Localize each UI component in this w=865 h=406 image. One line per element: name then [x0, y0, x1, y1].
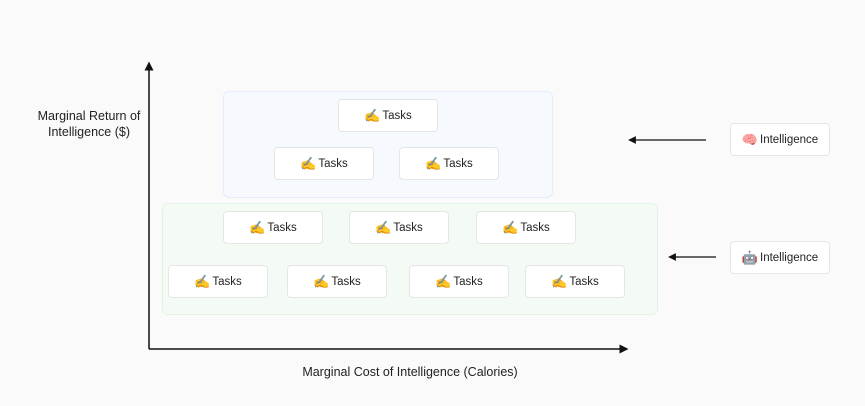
task-card: ✍️ Tasks — [223, 211, 323, 244]
task-label: Tasks — [520, 221, 550, 234]
x-axis-label: Marginal Cost of Intelligence (Calories) — [302, 365, 518, 379]
task-label: Tasks — [443, 157, 473, 170]
robot-icon: 🤖 — [741, 249, 758, 265]
task-label: Tasks — [382, 109, 412, 122]
writing-hand-icon: ✍️ — [551, 273, 568, 289]
intelligence-label: Intelligence — [760, 133, 819, 146]
task-label: Tasks — [453, 275, 483, 288]
task-card: ✍️ Tasks — [274, 147, 374, 180]
task-card: ✍️ Tasks — [525, 265, 625, 298]
y-axis-label: Marginal Return of Intelligence ($) — [37, 109, 141, 139]
task-card: ✍️ Tasks — [168, 265, 268, 298]
intelligence-robot-card: 🤖 Intelligence — [730, 241, 830, 274]
writing-hand-icon: ✍️ — [313, 273, 330, 289]
task-card: ✍️ Tasks — [409, 265, 509, 298]
writing-hand-icon: ✍️ — [249, 219, 266, 235]
brain-icon: 🧠 — [741, 131, 758, 147]
writing-hand-icon: ✍️ — [364, 107, 381, 123]
task-label: Tasks — [393, 221, 423, 234]
task-label: Tasks — [569, 275, 599, 288]
writing-hand-icon: ✍️ — [425, 155, 442, 171]
task-card: ✍️ Tasks — [287, 265, 387, 298]
writing-hand-icon: ✍️ — [300, 155, 317, 171]
task-card: ✍️ Tasks — [476, 211, 576, 244]
task-label: Tasks — [212, 275, 242, 288]
task-card: ✍️ Tasks — [349, 211, 449, 244]
task-card: ✍️ Tasks — [338, 99, 438, 132]
task-label: Tasks — [267, 221, 297, 234]
writing-hand-icon: ✍️ — [375, 219, 392, 235]
intelligence-brain-card: 🧠 Intelligence — [730, 123, 830, 156]
task-label: Tasks — [331, 275, 361, 288]
task-label: Tasks — [318, 157, 348, 170]
writing-hand-icon: ✍️ — [435, 273, 452, 289]
task-card: ✍️ Tasks — [399, 147, 499, 180]
intelligence-label: Intelligence — [760, 251, 819, 264]
writing-hand-icon: ✍️ — [194, 273, 211, 289]
writing-hand-icon: ✍️ — [502, 219, 519, 235]
